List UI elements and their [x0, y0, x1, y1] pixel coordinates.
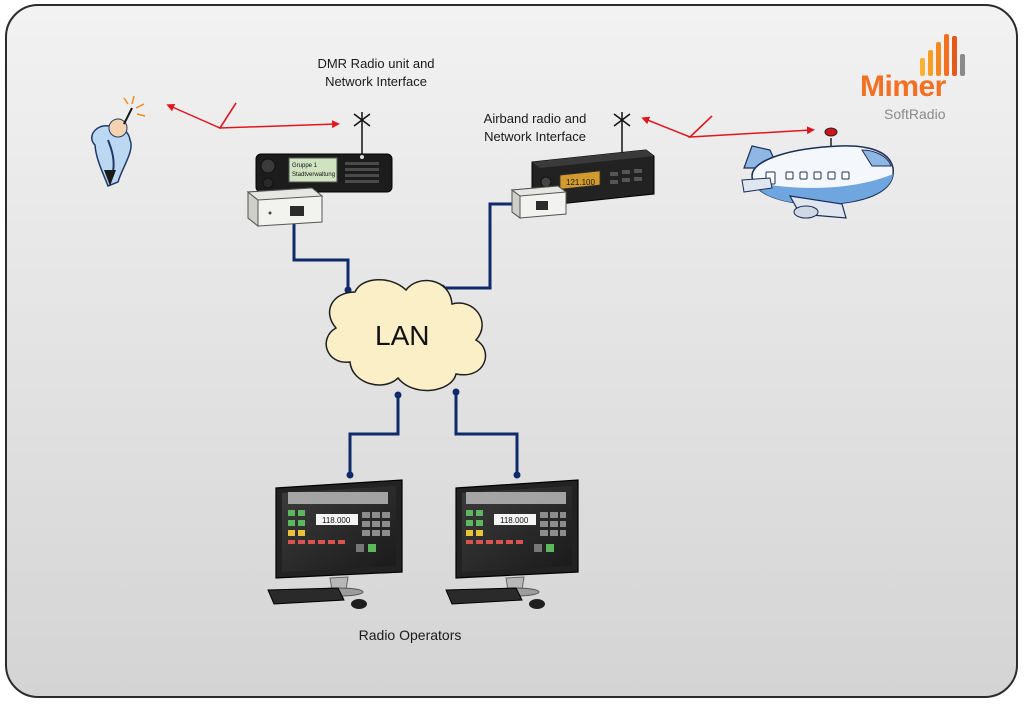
radio-links	[166, 102, 815, 138]
dmr-radio-unit: Gruppe 1 Stadtverwaltung	[255, 153, 393, 193]
mimer-logo-bars	[920, 34, 965, 76]
dmr-display-line1: Gruppe 1	[292, 163, 318, 169]
mimer-logo: Mimer SoftRadio	[860, 70, 980, 126]
cable-operator-1	[348, 395, 400, 475]
mouse-icon-2	[529, 599, 545, 609]
dmr-unit-label: DMR Radio unit and Network Interface	[296, 55, 456, 91]
dmr-network-interface	[246, 187, 324, 228]
lan-cables	[292, 202, 536, 475]
operator-workstation-1: 118.000	[267, 479, 403, 609]
airband-unit-label-line1: Airband radio and	[483, 111, 587, 126]
mimer-logo-sub: SoftRadio	[884, 106, 946, 122]
lan-cloud	[325, 279, 487, 392]
keyboard-icon-1	[267, 587, 345, 605]
console-freq-2: 118.000	[500, 516, 529, 525]
operator-workstation-2: 118.000	[445, 479, 579, 609]
dmr-unit-label-line2: Network Interface	[325, 74, 427, 89]
dmr-display-line2: Stadtverwaltung	[292, 172, 335, 178]
airplane-icon	[741, 127, 894, 219]
airband-display: 121.100	[566, 178, 595, 187]
airband-network-interface	[510, 185, 568, 219]
mimer-logo-name: Mimer	[860, 70, 946, 103]
keyboard-icon-2	[445, 587, 523, 605]
radio-link-left-b	[218, 102, 340, 129]
lan-label: LAN	[375, 320, 430, 351]
mouse-icon-1	[351, 599, 367, 609]
cable-operator-2	[454, 392, 519, 475]
radio-link-right-b	[688, 115, 815, 138]
antenna-icon-airband	[613, 112, 631, 155]
dmr-unit-label-line1: DMR Radio unit and	[317, 56, 435, 71]
antenna-icon-dmr	[353, 112, 371, 158]
airband-unit-label-line2: Network Interface	[484, 129, 586, 144]
person-with-radio-icon	[91, 95, 146, 187]
cable-dmr	[292, 218, 350, 290]
console-freq-1: 118.000	[322, 516, 351, 525]
radio-operators-label: Radio Operators	[358, 627, 462, 643]
airband-unit-label: Airband radio and Network Interface	[460, 110, 610, 146]
